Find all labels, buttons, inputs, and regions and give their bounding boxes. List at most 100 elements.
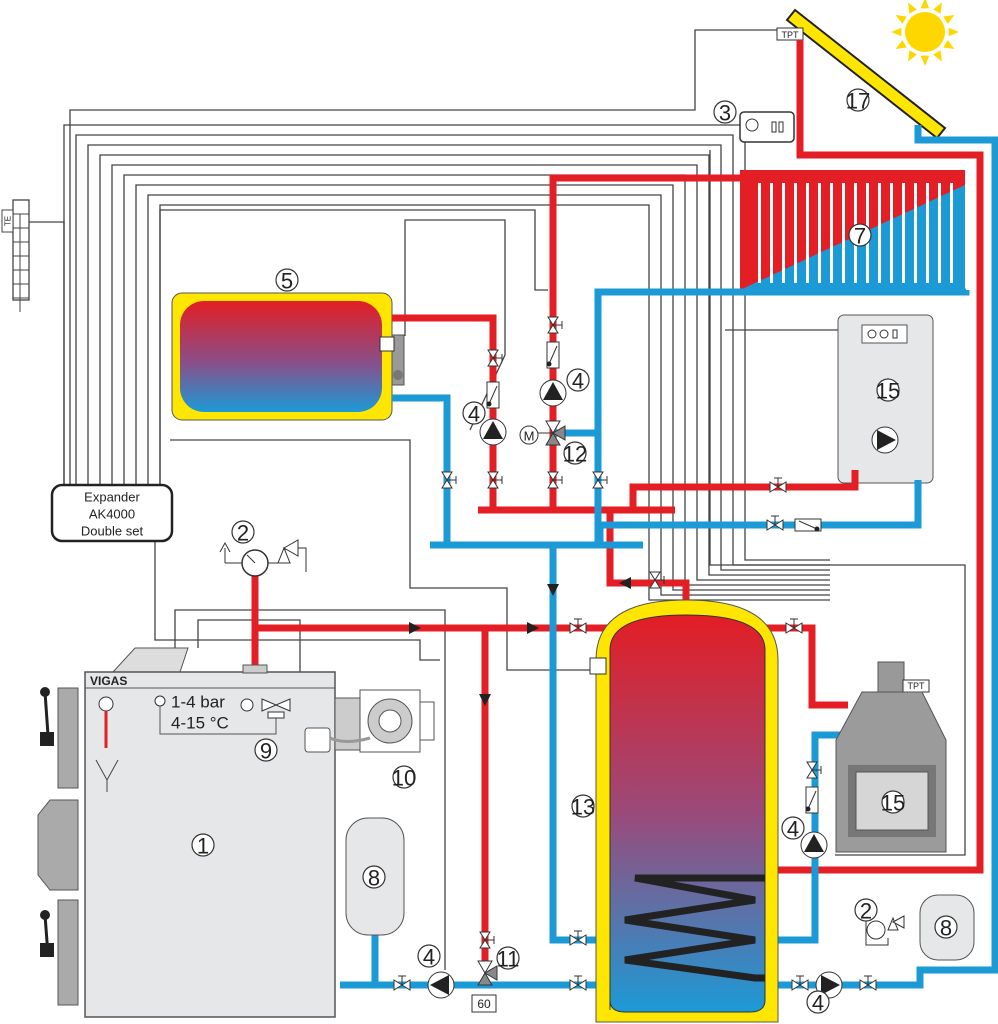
label-thermostatic-valve: 9: [254, 738, 278, 764]
svg-text:8: 8: [940, 916, 952, 941]
valve-setting-value: 60: [477, 997, 491, 1011]
ball-valve[interactable]: [487, 349, 503, 367]
flow-arrow-icon: [409, 622, 421, 634]
safety-group-boiler: [219, 539, 307, 577]
control-wire: [147, 194, 830, 596]
circulation-pump-icon[interactable]: [800, 831, 828, 859]
ball-valve[interactable]: [859, 975, 877, 991]
fireplace: TPT: [835, 661, 947, 853]
three-way-mixing-valve[interactable]: [545, 420, 566, 446]
expander-line1: Expander: [84, 490, 140, 505]
check-valve: [486, 381, 500, 409]
valve-motor-icon: M: [519, 425, 553, 445]
valves-and-pumps: M: [393, 316, 899, 999]
ball-valve[interactable]: [441, 471, 457, 489]
pellet-burner: [304, 689, 435, 753]
svg-text:17: 17: [846, 89, 870, 114]
ball-valve[interactable]: [785, 618, 803, 634]
three-way-mixing-valve[interactable]: [477, 960, 498, 986]
ball-valve[interactable]: [806, 761, 822, 779]
check-valve: [794, 518, 822, 532]
ball-valve[interactable]: [547, 471, 563, 489]
label-pump: 4: [781, 816, 805, 842]
ball-valve[interactable]: [569, 975, 587, 991]
svg-text:12: 12: [563, 442, 587, 467]
label-pump: 4: [462, 401, 486, 427]
label-boiler: 1: [191, 833, 215, 859]
solid-fuel-boiler[interactable]: VIGAS 1-4 bar 4-15 °C: [37, 647, 336, 1018]
svg-text:4: 4: [572, 369, 584, 394]
expander-box[interactable]: Expander AK4000 Double set: [50, 483, 174, 543]
circulation-pump-icon[interactable]: [539, 379, 567, 407]
boiler-brand: VIGAS: [90, 674, 127, 688]
label-expansion-vessel: 8: [362, 865, 386, 891]
ball-valve[interactable]: [592, 471, 608, 489]
svg-text:13: 13: [571, 795, 595, 820]
mixing-valve-setting: 60: [471, 994, 497, 1013]
svg-text:4: 4: [423, 945, 435, 970]
label-pump: 4: [566, 368, 590, 394]
outdoor-sensor-label: TE: [4, 216, 13, 226]
label-safety-group: 2: [854, 898, 878, 924]
label-safety-group: 2: [231, 520, 255, 546]
svg-text:4: 4: [812, 991, 824, 1016]
ball-valve[interactable]: [766, 515, 784, 531]
circulation-pump-icon[interactable]: [479, 418, 507, 446]
label-expansion-vessel: 8: [934, 915, 958, 941]
temperature-range: 4-15 °C: [171, 714, 229, 733]
ball-valve[interactable]: [547, 316, 563, 334]
check-valve: [546, 341, 560, 369]
label-radiator: 7: [848, 223, 872, 249]
circulation-pump-icon[interactable]: [871, 426, 899, 454]
ball-valve[interactable]: [569, 618, 587, 634]
label-vessel: 5: [275, 268, 299, 294]
ball-valve[interactable]: [569, 930, 587, 946]
pressure-range: 1-4 bar: [171, 693, 225, 712]
svg-text:15: 15: [881, 791, 905, 816]
svg-text:4: 4: [468, 402, 480, 427]
cold-pipes: [262, 125, 998, 989]
ball-valve[interactable]: [393, 975, 411, 991]
control-wire: [87, 144, 830, 571]
circulation-pump-icon[interactable]: [427, 971, 455, 999]
ball-valve[interactable]: [487, 471, 503, 489]
flow-arrow-icon: [479, 694, 491, 706]
svg-text:10: 10: [392, 766, 416, 791]
svg-text:5: 5: [281, 269, 293, 294]
svg-text:15: 15: [876, 379, 900, 404]
safety-group-solar: [865, 915, 905, 946]
flow-arrow-icon: [619, 577, 631, 589]
flow-arrow-icon: [547, 584, 559, 596]
label-mixing-valve-60: 11: [496, 946, 520, 972]
svg-text:M: M: [524, 429, 535, 444]
ball-valve[interactable]: [649, 571, 665, 589]
check-valve: [805, 786, 819, 814]
outdoor-sensor-wall: TE: [1, 199, 30, 312]
ball-valve[interactable]: [791, 975, 809, 991]
control-wire: [111, 164, 830, 581]
pt-sensor-collector: TPT: [776, 27, 804, 41]
svg-text:8: 8: [368, 866, 380, 891]
ball-valve[interactable]: [769, 477, 787, 493]
sun-icon: [891, 0, 959, 66]
room-controller[interactable]: [739, 111, 795, 143]
control-wire: [135, 184, 830, 591]
buffer-vessel: [171, 292, 405, 421]
label-gas-boiler: 15: [876, 378, 900, 404]
label-tank: 13: [571, 794, 595, 820]
expander-line3: Double set: [81, 524, 144, 539]
svg-text:11: 11: [497, 947, 520, 972]
pt-sensor-label-fireplace: TPT: [908, 681, 926, 691]
svg-text:2: 2: [860, 899, 872, 924]
svg-text:4: 4: [787, 817, 799, 842]
label-fireplace: 15: [881, 790, 905, 816]
svg-text:1: 1: [197, 834, 209, 859]
ball-valve[interactable]: [479, 931, 495, 949]
svg-text:7: 7: [854, 224, 866, 249]
label-controller: 3: [713, 100, 737, 126]
label-mixing-valve: 12: [563, 441, 587, 467]
label-burner: 10: [392, 765, 416, 791]
label-pump: 4: [417, 944, 441, 970]
